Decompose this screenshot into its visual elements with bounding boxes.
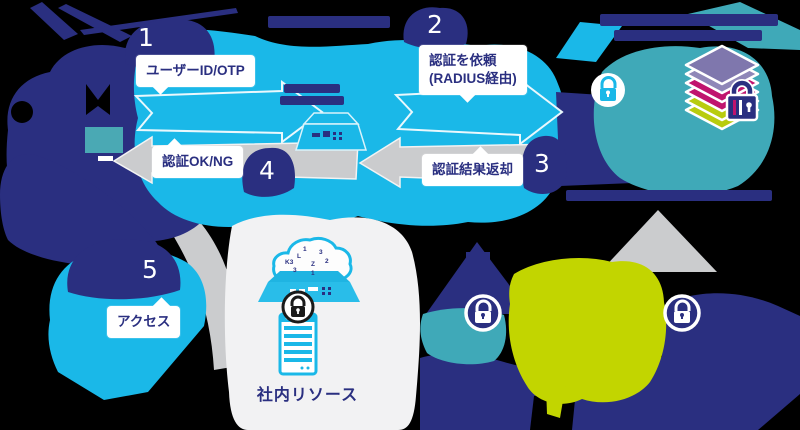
cloud-matrix-glyphs: K3 L Z 1 3 2 1 3 (281, 245, 339, 279)
cloud-glyph: 1 (311, 270, 315, 277)
cloud-glyph: 3 (293, 267, 297, 274)
step-number-5: 5 (142, 255, 158, 284)
layered-security-logo (684, 44, 760, 131)
step-number-3: 3 (534, 149, 550, 178)
label-user-id-otp: ユーザーID/OTP (136, 55, 255, 95)
label-user-id-otp-text: ユーザーID/OTP (146, 63, 245, 78)
vpn-appliance-icon (258, 271, 360, 302)
illegible-caption-smudges (268, 14, 778, 201)
bubble-tail (151, 76, 170, 95)
navy-right-block (662, 293, 800, 430)
premise-lock-icon-right (663, 294, 701, 332)
label-access-text: アクセス (117, 314, 171, 329)
gateway-appliance-icon (294, 112, 368, 151)
label-auth-request-line2: (RADIUS経由) (429, 71, 517, 87)
cloud-glyph: L (297, 253, 301, 260)
field-tail (546, 383, 566, 418)
label-auth-ok-ng-text: 認証OK/NG (162, 154, 234, 169)
label-auth-result-text: 認証結果返却 (432, 162, 513, 177)
arrow-step1-right (133, 80, 324, 144)
onpremise-scene (420, 210, 800, 430)
label-auth-ok-ng: 認証OK/NG (152, 138, 244, 179)
field-shape (508, 258, 667, 404)
head-gap (11, 101, 33, 123)
corner-cut (758, 394, 800, 430)
logo-padlock-icon (725, 79, 759, 122)
laptop-screen-icon (85, 127, 123, 153)
premise-lock-icon-left (464, 294, 502, 332)
step-number-1: 1 (138, 23, 154, 52)
keyboard-mark (98, 156, 113, 161)
label-auth-result: 認証結果返却 (422, 146, 523, 187)
bubble-tail (152, 297, 172, 316)
label-auth-request: 認証を依頼 (RADIUS経由) (419, 45, 527, 104)
arm-gap (86, 84, 110, 115)
label-access: アクセス (107, 297, 181, 339)
cloud-glyph: K3 (285, 259, 294, 266)
service-lock-icon (591, 73, 625, 107)
cloud-glyph: 3 (319, 249, 323, 256)
step-number-2: 2 (427, 10, 443, 39)
internal-resources-label: 社内リソース (256, 387, 359, 404)
label-auth-request-line1: 認証を依頼 (429, 53, 497, 68)
step-number-4: 4 (259, 156, 275, 185)
mountain-shape (600, 210, 717, 272)
cyan-arm (556, 22, 622, 62)
cloud-glyph: Z (311, 261, 315, 268)
cloud-glyph: 2 (325, 258, 329, 265)
cloud-glyph: 1 (303, 246, 307, 253)
server-lock-icon (281, 290, 315, 324)
